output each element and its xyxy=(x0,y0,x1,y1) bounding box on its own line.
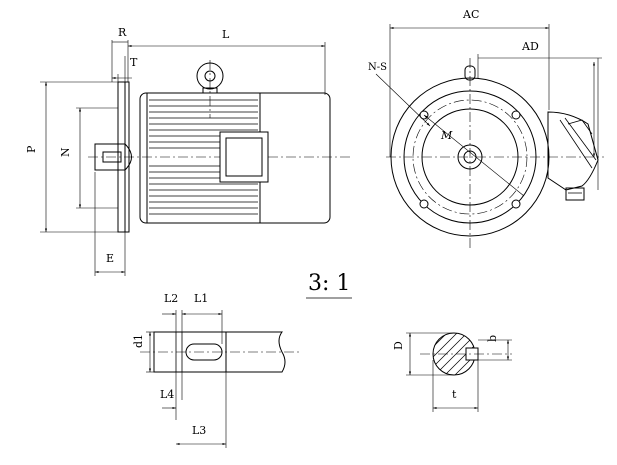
lifting-eye xyxy=(196,60,224,118)
dim-label-N: N xyxy=(59,147,72,157)
dim-label-L1: L1 xyxy=(194,292,208,305)
dim-label-d1: d1 xyxy=(132,334,145,348)
scale-label: 3: 1 xyxy=(308,271,350,296)
bolt-hole xyxy=(511,199,521,209)
dim-label-AC: AC xyxy=(462,8,479,21)
dim-label-E: E xyxy=(106,252,114,265)
dim-label-R: R xyxy=(118,26,127,39)
side-view: R L T P N E xyxy=(25,26,352,276)
dim-label-M: M xyxy=(440,129,453,142)
dim-label-L4: L4 xyxy=(160,388,174,401)
flange-outer-circle xyxy=(390,77,550,237)
dim-label-NS: N-S xyxy=(368,62,387,73)
cooling-fins xyxy=(149,99,258,215)
bolt-hole xyxy=(511,110,521,120)
shaft-section: D b t xyxy=(392,332,512,412)
dim-label-T: T xyxy=(130,56,138,69)
scale-note: 3: 1 xyxy=(306,271,352,299)
dim-label-L: L xyxy=(222,28,230,41)
dim-label-L3: L3 xyxy=(192,424,206,437)
dim-label-D: D xyxy=(392,341,405,350)
shaft xyxy=(94,143,126,171)
dim-label-P: P xyxy=(25,145,38,153)
dim-label-L2: L2 xyxy=(164,292,178,305)
shaft-detail: L2 L1 d1 L4 L3 xyxy=(132,292,300,448)
end-view: M N-S AC AD xyxy=(368,8,604,250)
bolt-hole xyxy=(419,199,429,209)
dim-label-AD: AD xyxy=(521,40,539,53)
terminal-box xyxy=(219,131,269,183)
dim-label-t: t xyxy=(452,388,457,401)
end-terminal-box xyxy=(547,111,599,201)
dim-label-b: b xyxy=(486,335,499,342)
